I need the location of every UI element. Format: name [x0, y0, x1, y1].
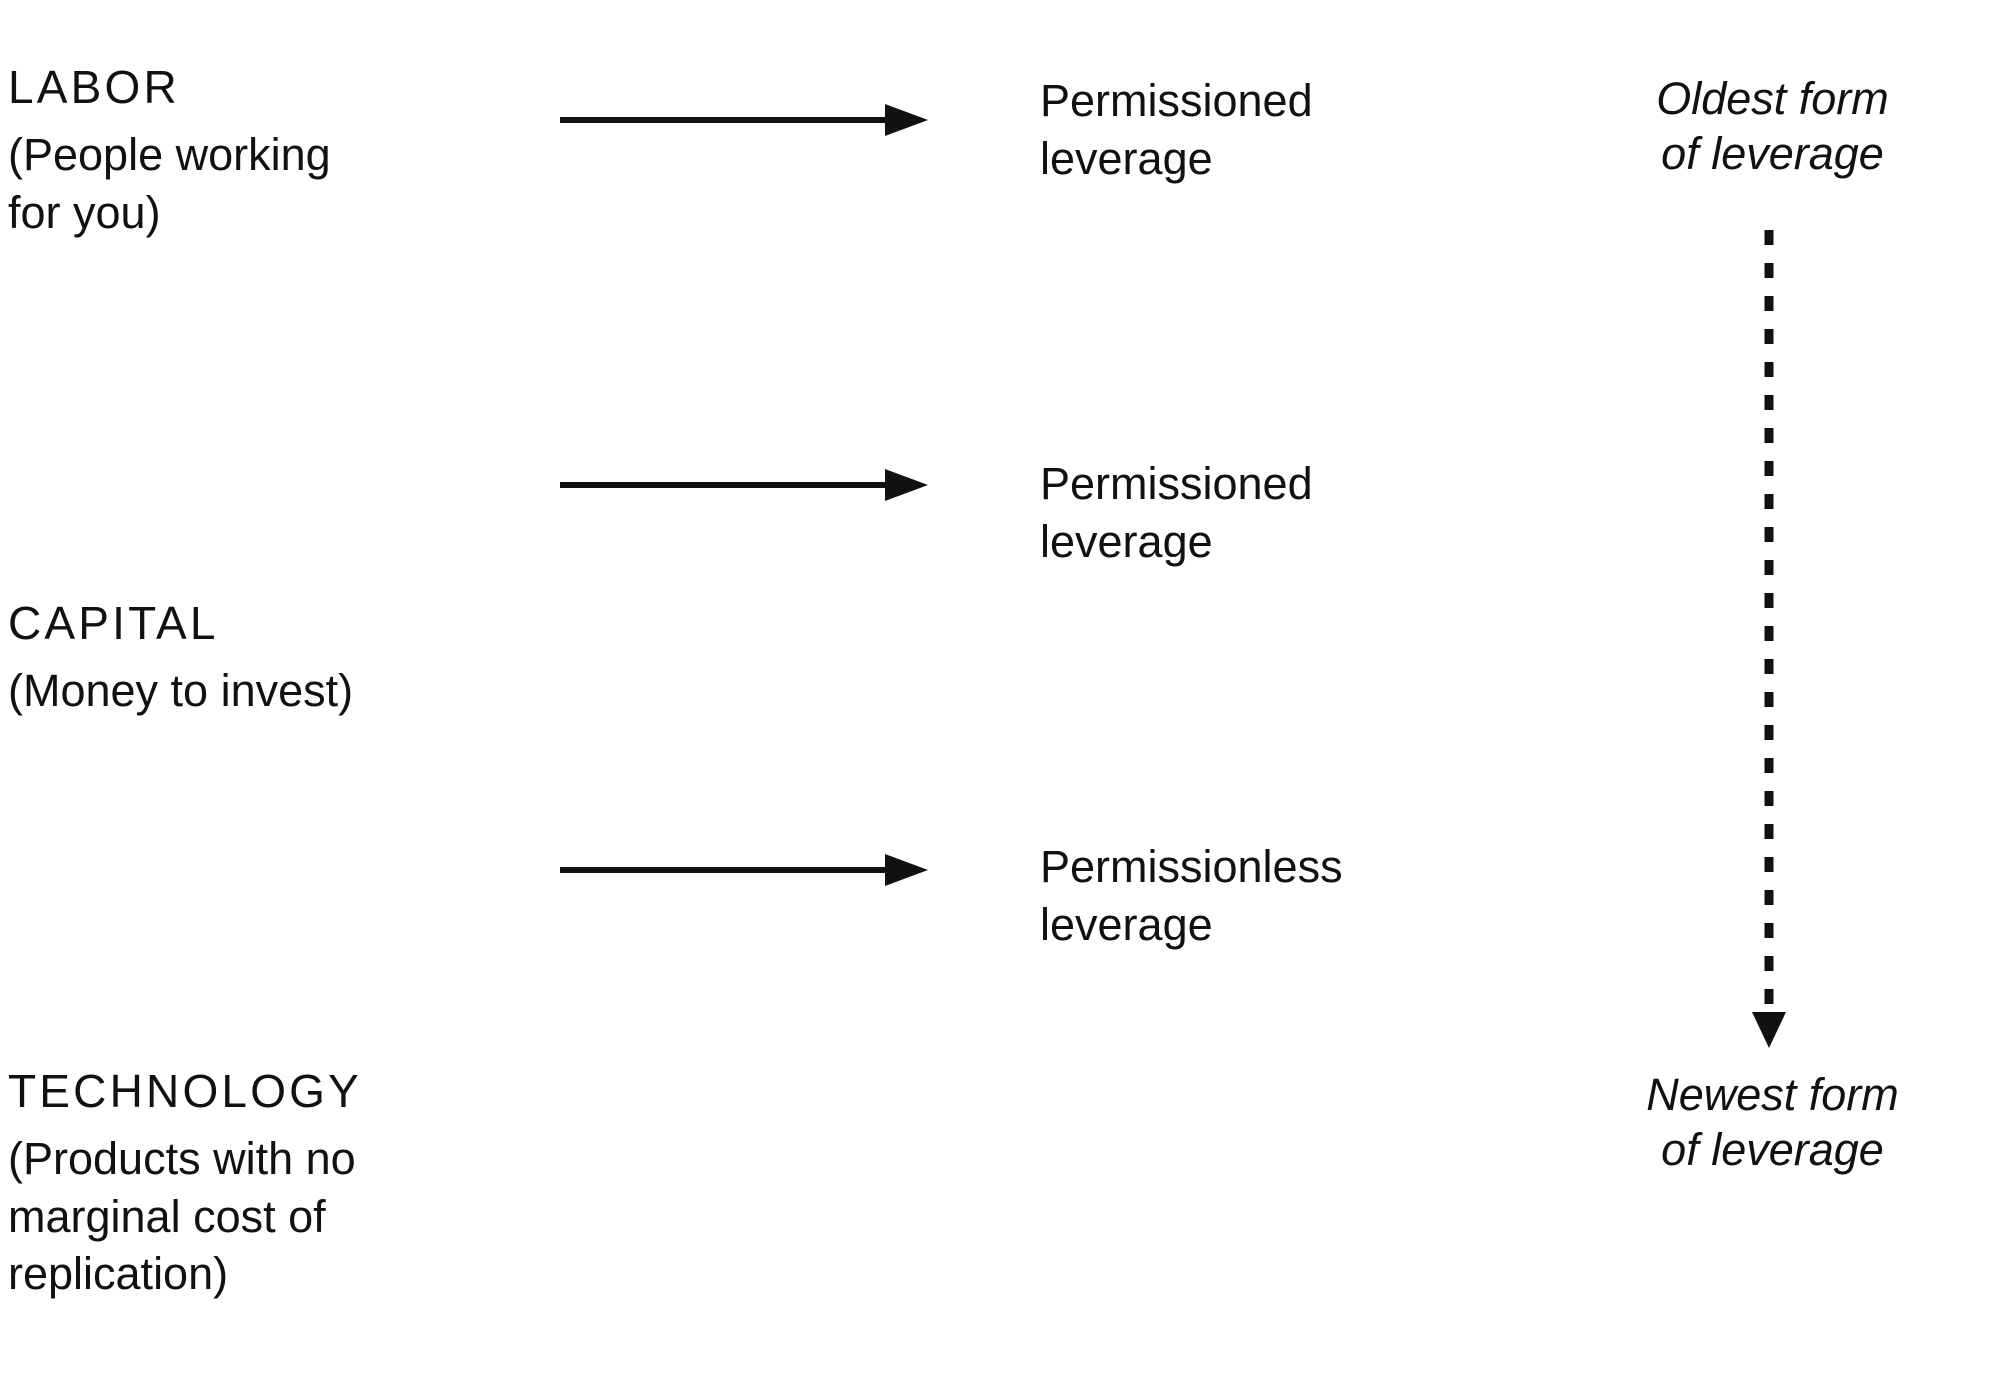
right-arrow-icon	[560, 850, 940, 890]
right-arrow-icon	[560, 465, 940, 505]
category-block-labor: LABOR (People working for you)	[8, 64, 478, 241]
category-description-capital: (Money to invest)	[8, 665, 354, 716]
timeline-note-newest: Newest form of leverage	[1646, 1069, 1899, 1175]
category-title-technology: TECHNOLOGY	[8, 1065, 363, 1117]
leverage-label-capital: Permissioned leverage	[1040, 458, 1313, 567]
category-title-capital: CAPITAL	[8, 597, 219, 649]
leverage-label-technology: Permissionless leverage	[1040, 841, 1343, 950]
category-description-labor: (People working for you)	[8, 129, 331, 238]
right-arrow-icon	[560, 100, 940, 140]
category-block-capital: CAPITAL (Money to invest)	[8, 600, 478, 720]
category-block-technology: TECHNOLOGY (Products with no marginal co…	[8, 1068, 478, 1303]
leverage-label-labor: Permissioned leverage	[1040, 75, 1313, 184]
dashed-down-arrow-icon	[1700, 230, 1840, 1060]
category-description-technology: (Products with no marginal cost of repli…	[8, 1133, 356, 1300]
category-title-labor: LABOR	[8, 61, 180, 113]
timeline-note-oldest: Oldest form of leverage	[1656, 73, 1889, 179]
